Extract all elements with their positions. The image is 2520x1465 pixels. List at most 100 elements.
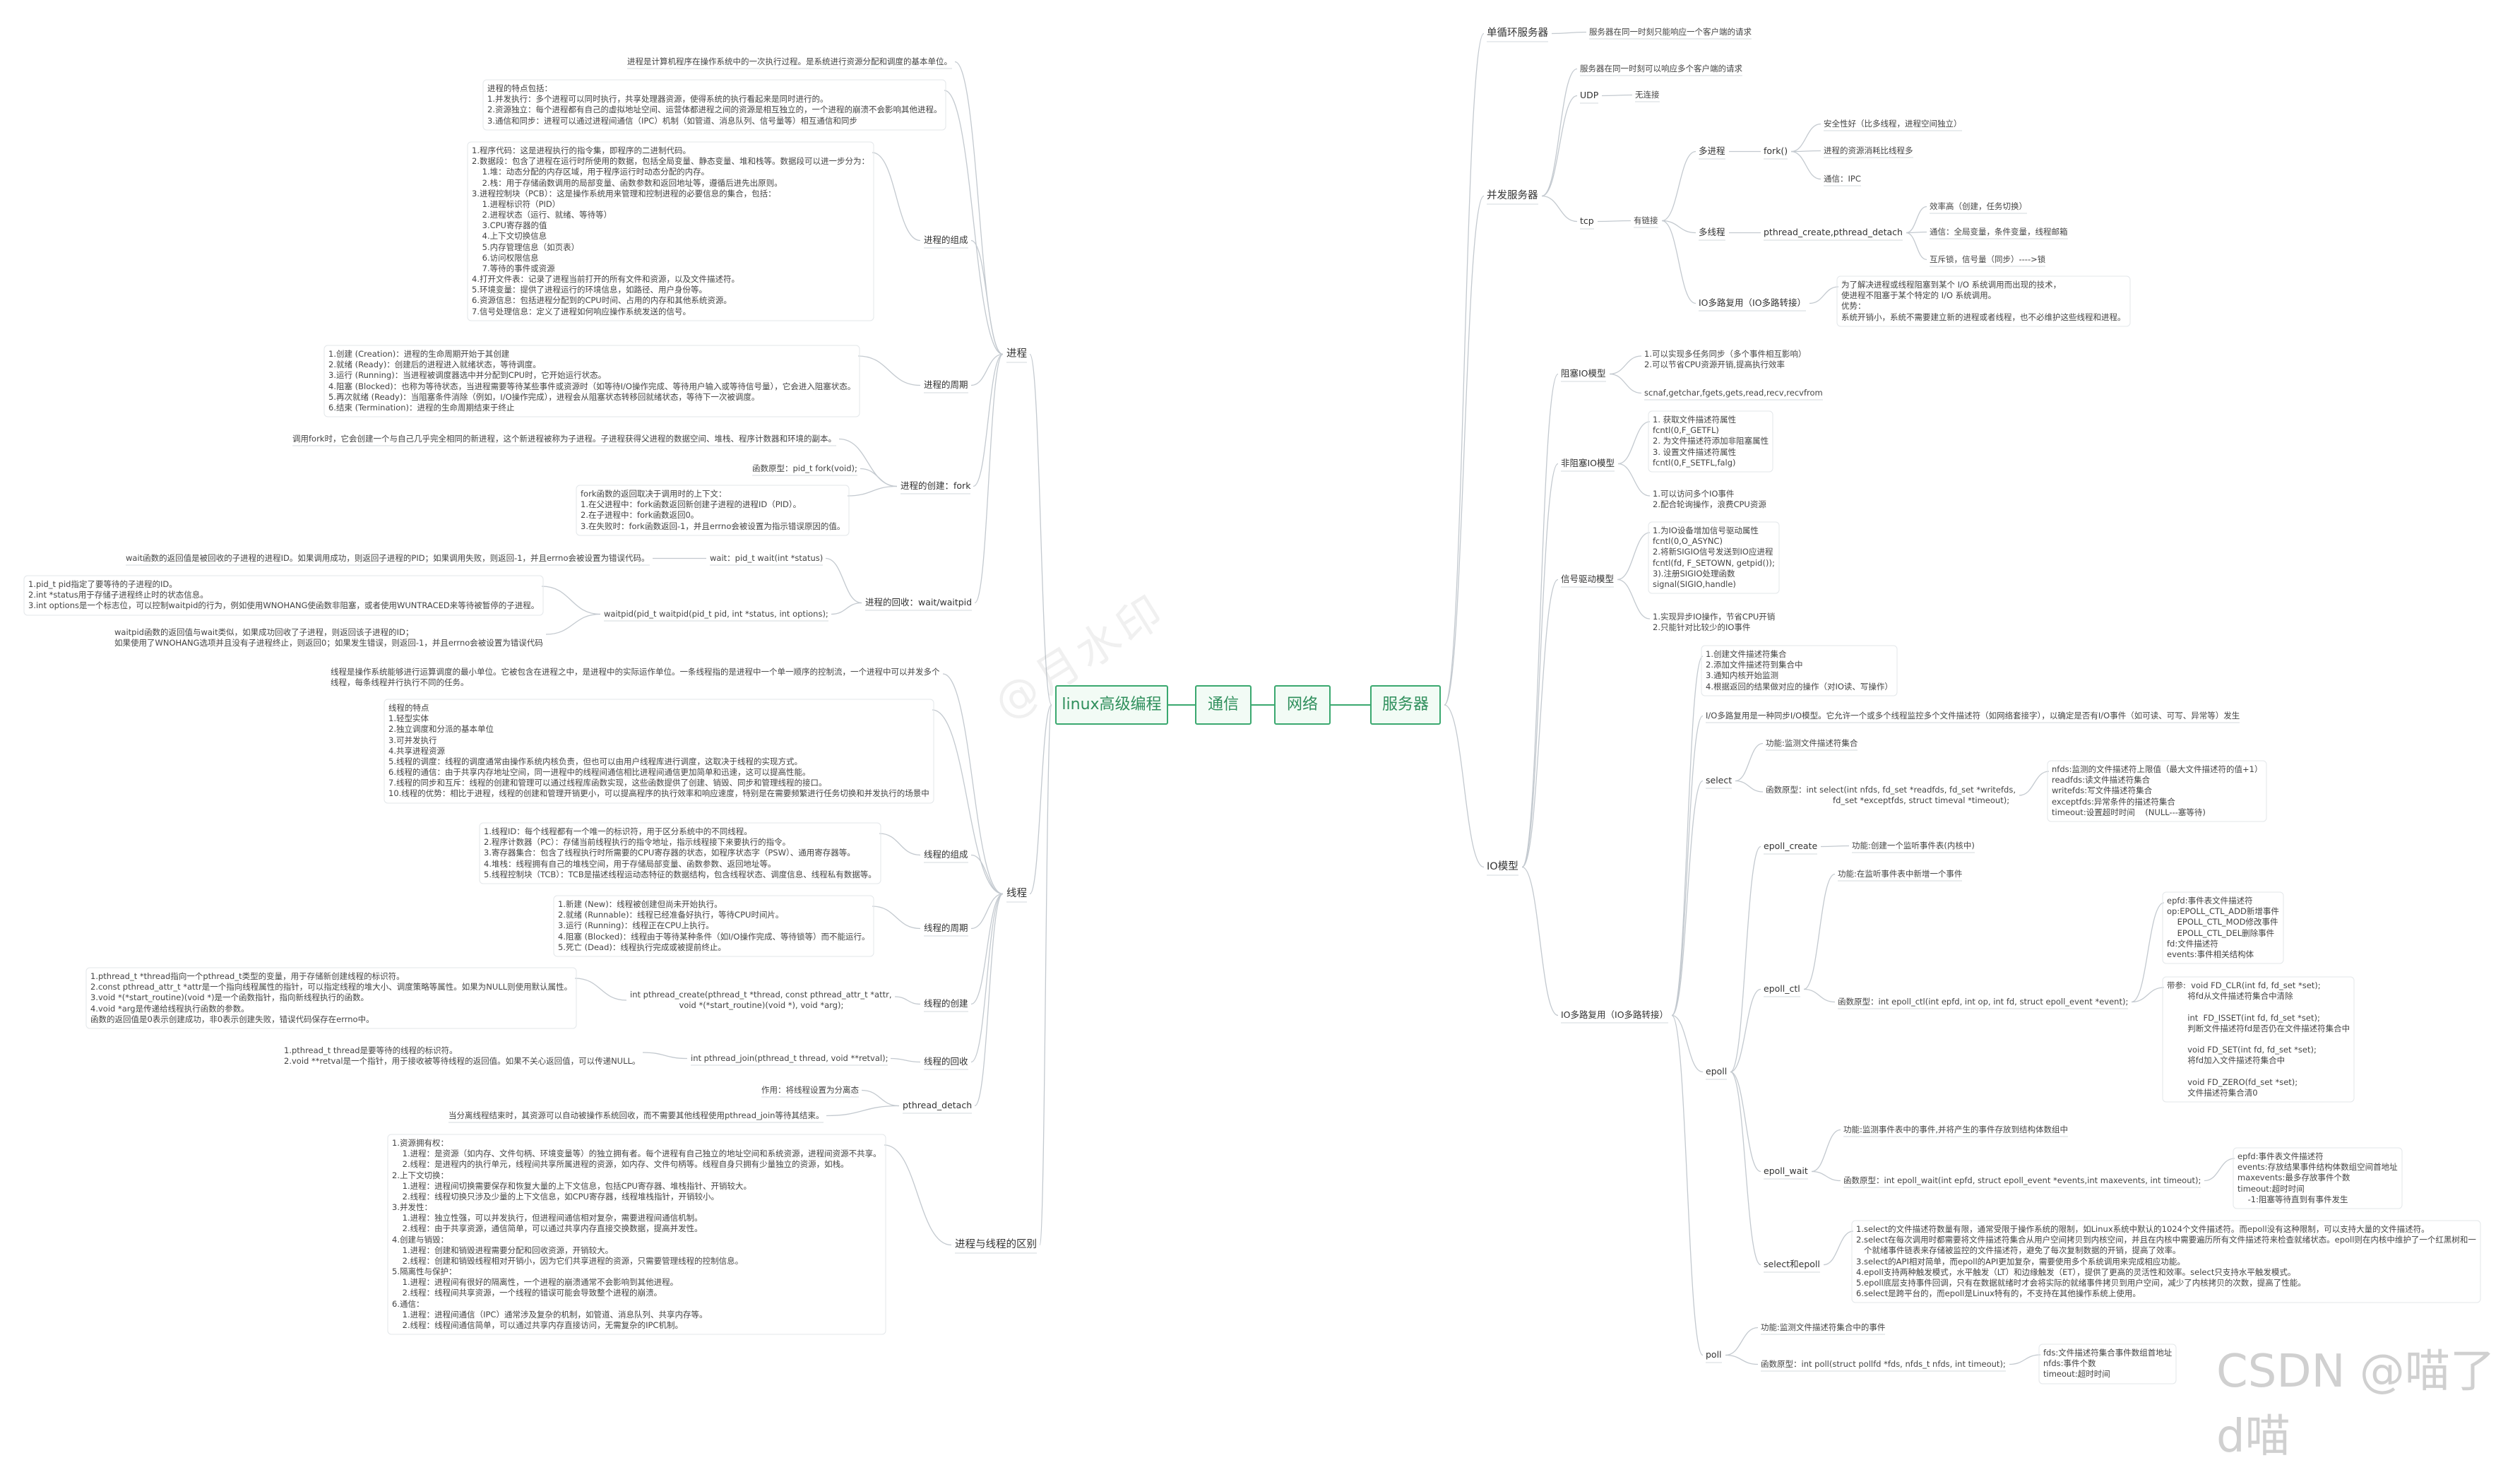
node-epoll-wait[interactable]: epoll_wait <box>1764 1166 1808 1176</box>
connector <box>1521 579 1559 868</box>
connector <box>1811 1129 1841 1173</box>
node-tongxin[interactable]: 通信 <box>1195 685 1252 725</box>
node-process-recycle[interactable]: 进程的回收：wait/waitpid <box>865 597 973 607</box>
node-select-vs-epoll[interactable]: select和epoll <box>1764 1259 1820 1269</box>
connector <box>1661 150 1696 222</box>
node-thread-comp[interactable]: 线程的组成 <box>924 849 968 860</box>
node-pt-1: 效率高（创建，任务切换） <box>1930 201 2027 211</box>
text-block-frame <box>1701 645 1898 696</box>
node-waitpid-ret: waitpid函数的返回值与wait类似，如果成功回收了子进程，则返回该子进程的… <box>114 627 543 648</box>
node-waitpid-args: 1.pid_t pid指定了要等待的子进程的ID。 2.int *status用… <box>28 579 540 611</box>
connector <box>1906 232 1927 261</box>
node-process-life[interactable]: 进程的周期 <box>924 379 968 390</box>
node-process[interactable]: 进程 <box>1006 348 1027 360</box>
connector <box>541 586 601 615</box>
node-poll-proto: 函数原型：int poll(struct pollfd *fds, nfds_t… <box>1761 1359 2006 1369</box>
node-concurrent-server[interactable]: 并发服务器 <box>1487 190 1538 201</box>
node-process-def: 进程是计算机程序在操作系统中的一次执行过程。是系统进行资源分配和调度的基本单位。 <box>627 57 952 66</box>
connector <box>1906 231 1927 234</box>
node-process-comp-desc: 1.程序代码：这是进程执行的指令集，即程序的二进制代码。 2.数据段：包含了进程… <box>472 146 869 316</box>
node-thread[interactable]: 线程 <box>1006 888 1027 899</box>
connector <box>1820 845 1850 848</box>
node-epoll-create[interactable]: epoll_create <box>1764 841 1818 851</box>
connector <box>574 978 627 1001</box>
node-create-args: 1.pthread_t *thread指向一个pthread_t类型的变量，用于… <box>90 971 573 1024</box>
connector <box>872 152 921 242</box>
node-io-mux[interactable]: IO多路复用（IO多路转接） <box>1561 1009 1669 1020</box>
node-epoll-ctl[interactable]: epoll_ctl <box>1764 983 1800 994</box>
connector <box>1609 355 1642 375</box>
connector <box>1029 704 1052 895</box>
node-create-proto: int pthread_create(pthread_t *thread, co… <box>630 990 892 1011</box>
node-poll-args: fds:文件描述符集合事件数组首地址 nfds:事件个数 timeout:超时时… <box>2043 1348 2173 1380</box>
mindmap-connectors <box>23 31 2481 1384</box>
node-udp[interactable]: UDP <box>1580 90 1599 100</box>
text-block-frame <box>1836 275 2131 327</box>
connector <box>857 355 921 386</box>
node-block-1: 1.可以实现多任务同步（多个事件相互影响） 2.可以节省CPU资源开销,提高执行… <box>1644 349 1807 370</box>
node-select[interactable]: select <box>1706 775 1732 785</box>
connector <box>545 613 601 635</box>
node-process-fork[interactable]: 进程的创建：fork <box>901 480 971 491</box>
connector <box>1671 1014 1704 1073</box>
text-block-frame <box>323 345 860 417</box>
node-thread-create[interactable]: 线程的创建 <box>924 998 968 1009</box>
connector <box>2131 987 2165 1003</box>
node-fork[interactable]: fork() <box>1764 146 1788 156</box>
node-io-model[interactable]: IO模型 <box>1487 861 1518 872</box>
node-fork-1: 安全性好（比多线程，进程空间独立） <box>1824 119 1962 129</box>
node-pthread-detach[interactable]: pthread_detach <box>903 1100 973 1110</box>
node-fork-2: 进程的资源消耗比线程多 <box>1824 146 1913 155</box>
node-fork-proto: 函数原型：pid_t fork(void); <box>752 463 857 473</box>
connector <box>970 854 1004 895</box>
node-fuwuqi[interactable]: 服务器 <box>1370 685 1441 725</box>
connector <box>970 893 1004 1005</box>
node-cmp-desc: 1.select的文件描述符数量有限，通常受限于操作系统的限制，如Linux系统… <box>1856 1224 2476 1299</box>
node-ew-args: epfd:事件表文件描述符 events:存放结果事件结构体数组空间首地址 ma… <box>2237 1151 2398 1204</box>
node-blocking-io[interactable]: 阻塞IO模型 <box>1561 368 1606 379</box>
node-wangluo[interactable]: 网络 <box>1274 685 1331 725</box>
connector <box>860 468 898 487</box>
node-fork-desc: 调用fork时，它会创建一个与自己几乎完全相同的新进程，这个新进程被称为子进程。… <box>292 434 836 444</box>
connector <box>1730 1071 1761 1173</box>
node-iomux-server[interactable]: IO多路复用（IO多路转接） <box>1699 297 1807 308</box>
node-single-loop-server[interactable]: 单循环服务器 <box>1487 28 1548 39</box>
node-thread-recycle[interactable]: 线程的回收 <box>924 1056 968 1067</box>
connector <box>826 1105 900 1117</box>
node-pthread[interactable]: pthread_create,pthread_detach <box>1764 227 1903 237</box>
node-multi-thread[interactable]: 多线程 <box>1699 227 1725 237</box>
text-block-frame <box>387 1134 886 1335</box>
connector <box>1725 1354 1759 1365</box>
node-ectl-func: 功能:在监听事件表中新增一个事件 <box>1838 869 1963 879</box>
node-signal-driven[interactable]: 信号驱动模型 <box>1561 574 1615 584</box>
node-single-desc: 服务器在同一时刻只能响应一个客户端的请求 <box>1589 27 1752 37</box>
connector <box>970 353 1004 386</box>
node-nonblocking-io[interactable]: 非阻塞IO模型 <box>1561 458 1615 468</box>
node-poll[interactable]: poll <box>1706 1349 1722 1360</box>
connector <box>954 61 1004 355</box>
connector <box>1617 421 1651 465</box>
node-concurrent-desc: 服务器在同一时刻可以响应多个客户端的请求 <box>1580 64 1742 73</box>
connector <box>1444 195 1485 706</box>
text-block-frame <box>1648 521 1780 594</box>
text-block-frame <box>576 485 850 536</box>
node-multi-process[interactable]: 多进程 <box>1699 146 1725 156</box>
node-proc-thread-diff[interactable]: 进程与线程的区别 <box>955 1239 1037 1250</box>
text-block-frame <box>467 141 874 321</box>
node-select-func: 功能:监测文件描述符集合 <box>1766 738 1858 748</box>
node-process-comp[interactable]: 进程的组成 <box>924 235 968 245</box>
node-select-proto: 函数原型：int select(int nfds, fd_set *readfd… <box>1766 785 2016 806</box>
node-tcp[interactable]: tcp <box>1580 215 1594 226</box>
connector <box>1790 150 1821 153</box>
node-sig-2: 1.实现异步IO操作，节省CPU开销 2.只能针对比较少的IO事件 <box>1653 612 1776 633</box>
connector <box>1661 220 1696 234</box>
root-node[interactable]: linux高级编程 <box>1055 685 1168 725</box>
node-thread-comp-desc: 1.线程ID：每个线程都有一个唯一的标识符，用于区分系统中的不同线程。 2.程序… <box>484 826 876 879</box>
node-nb-2: 1.可以访问多个IO事件 2.配合轮询操作，浪费CPU资源 <box>1653 489 1766 510</box>
connector <box>1906 206 1927 234</box>
connector <box>1730 988 1761 1073</box>
connector <box>932 709 1004 895</box>
node-ectl-args: epfd:事件表文件描述符 op:EPOLL_CTL_ADD新增事件 EPOLL… <box>2167 896 2279 959</box>
node-epoll[interactable]: epoll <box>1706 1066 1728 1076</box>
node-thread-life[interactable]: 线程的周期 <box>924 923 968 933</box>
